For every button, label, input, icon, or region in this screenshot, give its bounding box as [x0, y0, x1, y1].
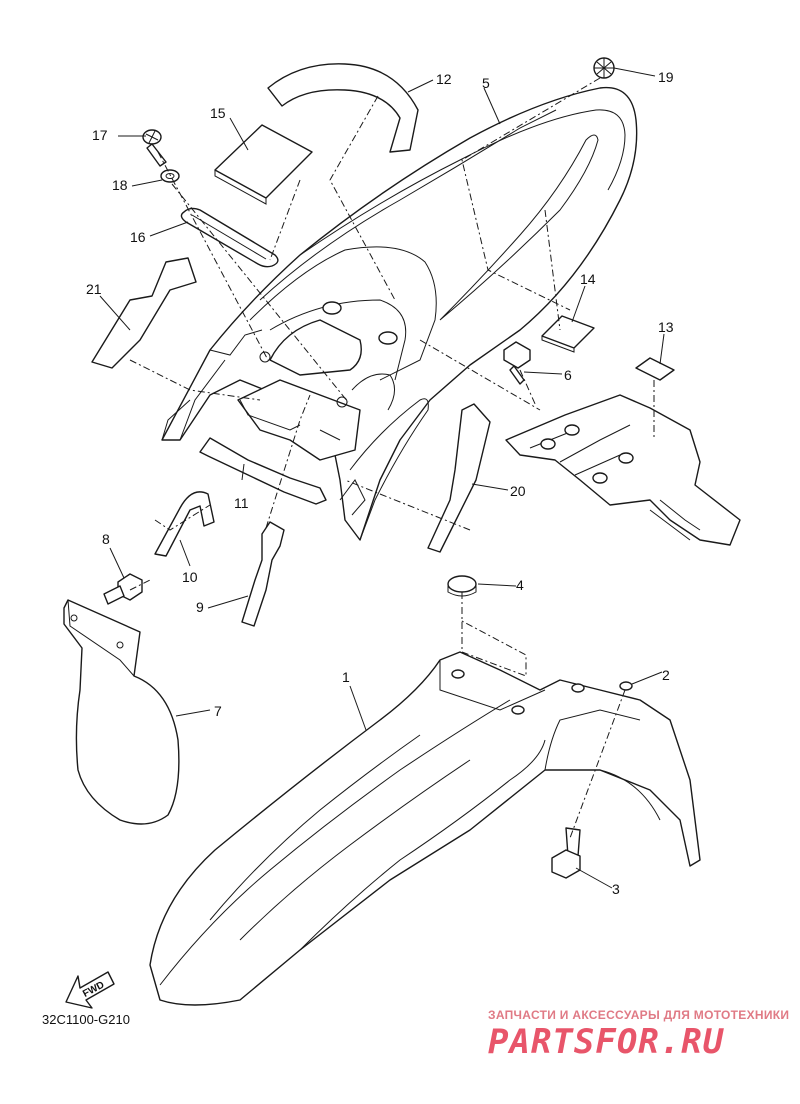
- part-15-sticker: [214, 124, 313, 205]
- watermark-subtitle: ЗАПЧАСТИ И АКСЕССУАРЫ ДЛЯ МОТОТЕХНИКИ: [488, 1008, 790, 1022]
- part-3-bolt: [551, 827, 581, 879]
- callout-8: 8: [102, 531, 110, 547]
- fwd-label: FWD: [81, 980, 106, 1000]
- part-18-washer: [160, 169, 180, 183]
- callout-1: 1: [342, 669, 350, 685]
- part-6-bolt: [503, 341, 531, 385]
- part-1-front-fender: [149, 651, 701, 1006]
- part-19-clip: [593, 57, 615, 79]
- callout-17: 17: [92, 127, 108, 143]
- part-10-bracket: [154, 491, 215, 557]
- callout-16: 16: [130, 229, 146, 245]
- fwd-arrow-icon: FWD: [65, 971, 115, 1009]
- callout-19: 19: [658, 69, 674, 85]
- part-16-rubber-band: [180, 207, 279, 268]
- callout-10: 10: [182, 569, 198, 585]
- callout-14: 14: [580, 271, 596, 287]
- callout-2: 2: [662, 667, 670, 683]
- callout-7: 7: [214, 703, 222, 719]
- part-2-washer: [619, 681, 633, 691]
- part-20-side-panel: [427, 403, 491, 553]
- callout-labels: 1 2 3 4 5 6 7 8 9 10 11 12 13 14 15 16 1…: [86, 69, 674, 897]
- part-5-rear-fender: [161, 86, 638, 541]
- part-21-side-bracket: [91, 257, 197, 369]
- callout-13: 13: [658, 319, 674, 335]
- callout-6: 6: [564, 367, 572, 383]
- callout-12: 12: [436, 71, 452, 87]
- part-17-screw: [142, 129, 167, 167]
- part-13-plate: [635, 357, 675, 381]
- part-14-sticker: [541, 315, 595, 353]
- part-12-seat-strap: [267, 63, 419, 153]
- callout-5: 5: [482, 75, 490, 91]
- callout-20: 20: [510, 483, 526, 499]
- callout-18: 18: [112, 177, 128, 193]
- callout-21: 21: [86, 281, 102, 297]
- callout-9: 9: [196, 599, 204, 615]
- leader-lines: [99, 67, 665, 889]
- part-8-bolt: [103, 573, 143, 605]
- callout-3: 3: [612, 881, 620, 897]
- tail-light-bracket: [505, 394, 741, 546]
- watermark-brand: PARTSFOR.RU: [488, 1022, 725, 1062]
- callout-15: 15: [210, 105, 226, 121]
- part-11-stay: [199, 437, 327, 505]
- part-9-bracket: [241, 521, 285, 627]
- callout-11: 11: [234, 495, 249, 511]
- diagram-code: 32C1100-G210: [42, 1012, 130, 1027]
- part-7-mud-flap: [63, 599, 180, 825]
- callout-4: 4: [516, 577, 524, 593]
